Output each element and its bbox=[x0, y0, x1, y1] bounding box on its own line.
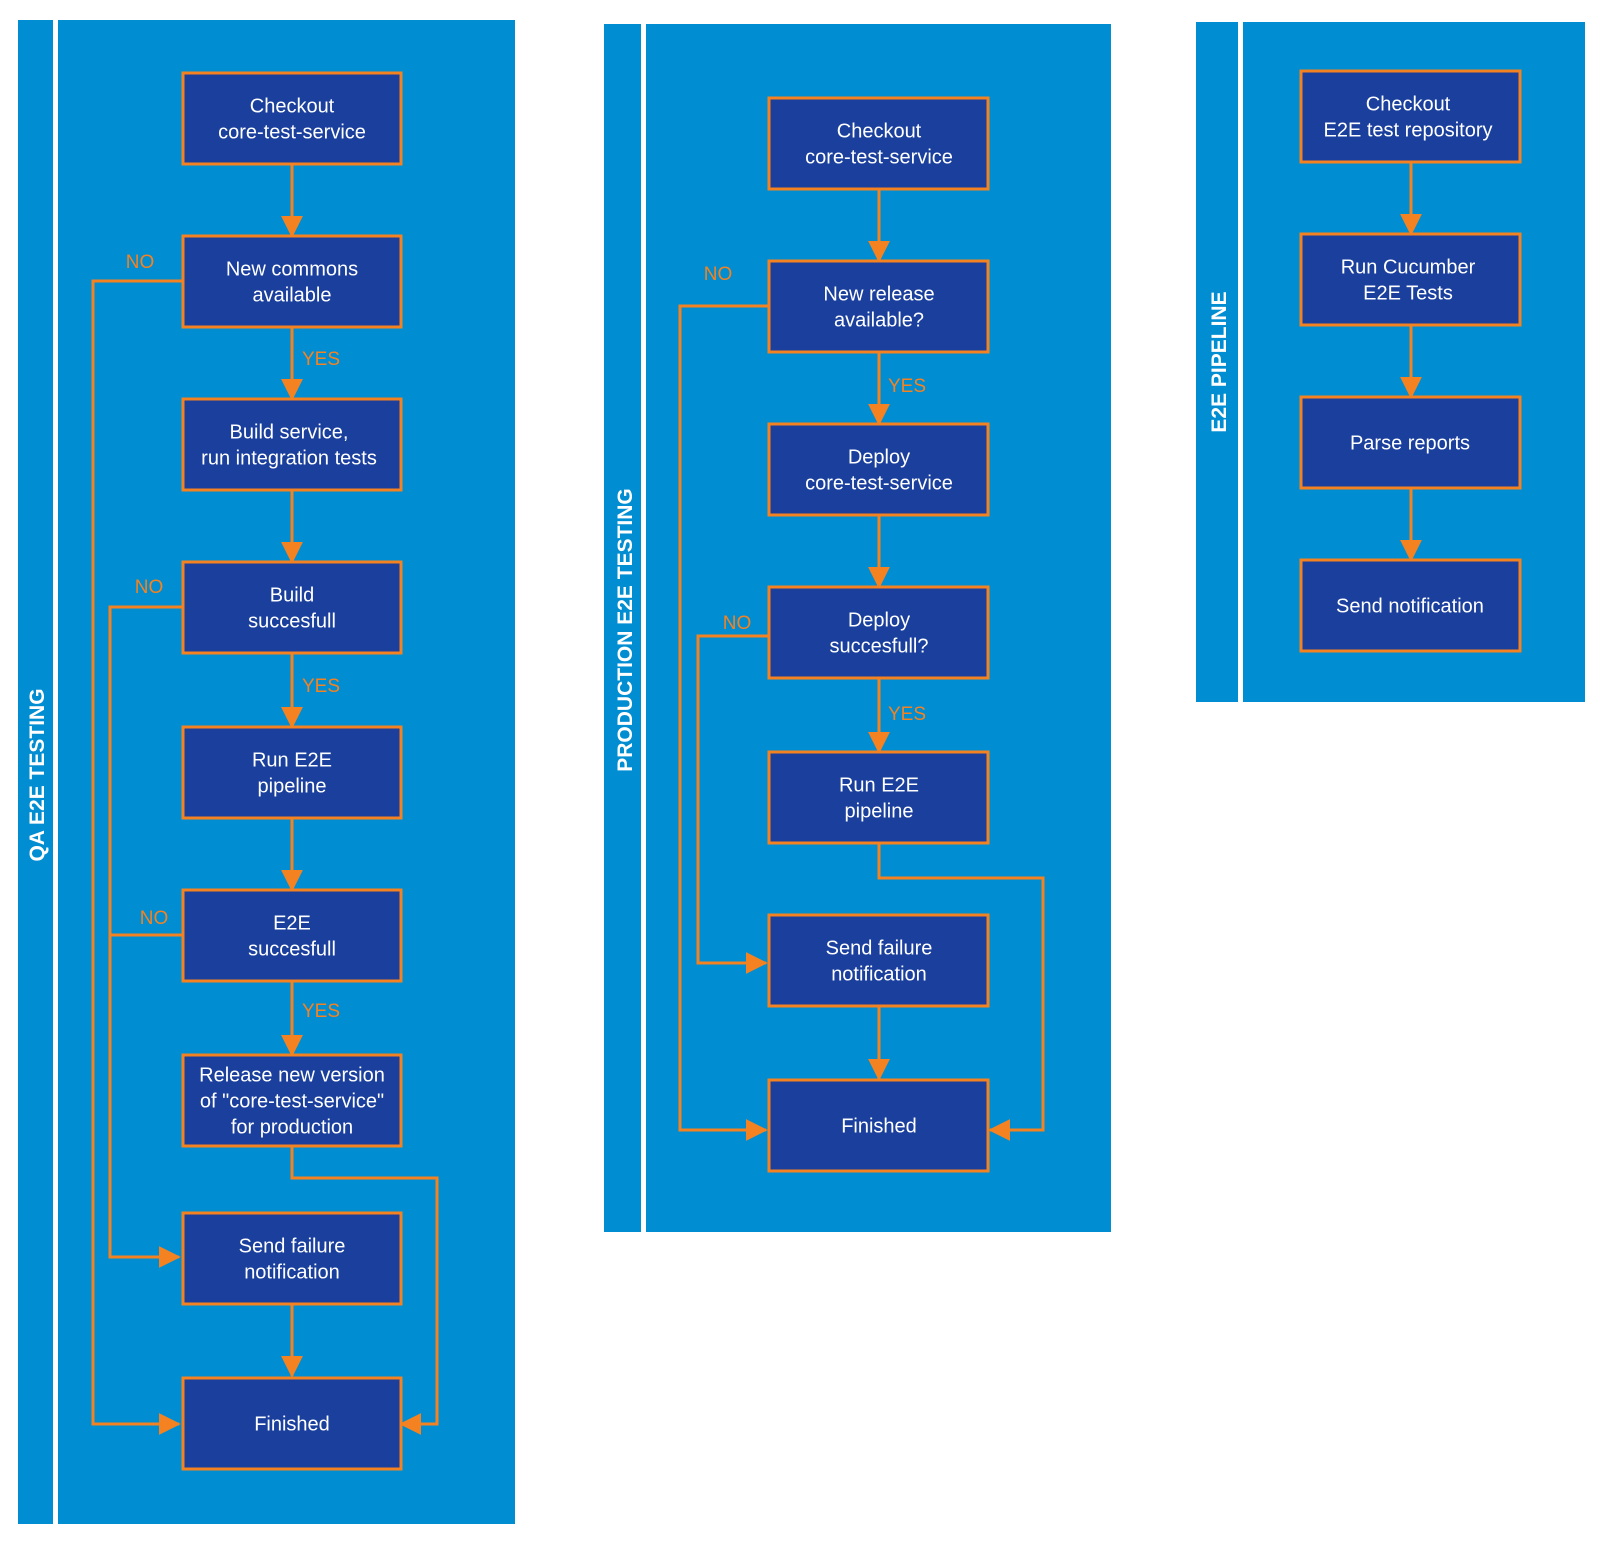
node-pr-run-e2e: Run E2E pipeline bbox=[767, 750, 990, 845]
node-pr-finished: Finished bbox=[767, 1078, 990, 1173]
node-label-line: core-test-service bbox=[805, 473, 953, 495]
edges-qa bbox=[91, 164, 439, 1435]
label-qa-e2eok-yes: YES bbox=[302, 1001, 340, 1022]
node-label-line: Run E2E bbox=[252, 750, 332, 772]
node-label-line: Build service, bbox=[230, 422, 349, 444]
node-pr-new-release: New release available? bbox=[767, 259, 990, 354]
edges-prod bbox=[678, 189, 1045, 1141]
label-qa-buildok-yes: YES bbox=[302, 676, 340, 697]
node-label-line: pipeline bbox=[845, 801, 914, 823]
edge-qa-buildok-no bbox=[108, 605, 183, 1268]
node-label-line: E2E test repository bbox=[1324, 120, 1493, 142]
node-label-line: Send failure bbox=[239, 1236, 346, 1258]
node-pr-deploy-successful: Deploy succesfull? bbox=[767, 585, 990, 680]
node-label-line: core-test-service bbox=[218, 122, 366, 144]
node-label-line: Deploy bbox=[848, 610, 910, 632]
node-label-line: New release bbox=[823, 284, 934, 306]
node-qa-finished: Finished bbox=[181, 1376, 403, 1471]
node-label-line: E2E Tests bbox=[1363, 283, 1453, 305]
node-pr-send-failure: Send failure notification bbox=[767, 913, 990, 1008]
edge-qa-release-to-finished bbox=[290, 1146, 439, 1435]
label-qa-commons-yes: YES bbox=[302, 349, 340, 370]
lane-qa-divider bbox=[53, 20, 58, 1524]
node-qa-release: Release new version of "core-test-service… bbox=[181, 1053, 403, 1148]
lane-qa-title: QA E2E TESTING bbox=[26, 688, 49, 861]
node-pp-send-notification: Send notification bbox=[1299, 558, 1522, 653]
label-qa-buildok-no: NO bbox=[135, 577, 164, 598]
node-label-line: Deploy bbox=[848, 447, 910, 469]
node-label-line: available bbox=[253, 285, 332, 307]
edge-pr-deployok-no bbox=[696, 634, 769, 974]
node-label-line: of "core-test-service" bbox=[200, 1091, 384, 1113]
edge-labels: NO YES NO YES NO YES NO YES NO YES bbox=[126, 252, 926, 1022]
node-label-line: Run E2E bbox=[839, 775, 919, 797]
node-label-line: Send notification bbox=[1336, 596, 1484, 618]
node-label-line: succesfull bbox=[248, 611, 336, 633]
node-label-line: New commons bbox=[226, 259, 358, 281]
node-qa-run-e2e: Run E2E pipeline bbox=[181, 725, 403, 820]
node-label-line: Parse reports bbox=[1350, 433, 1470, 455]
node-label-line: succesfull? bbox=[830, 636, 929, 658]
edge-qa-commons-no bbox=[91, 279, 183, 1435]
label-pr-release-no: NO bbox=[704, 264, 733, 285]
node-qa-e2e-successful: E2E succesfull bbox=[181, 888, 403, 983]
node-label-line: Build bbox=[270, 585, 314, 607]
edge-pr-release-no bbox=[678, 304, 769, 1141]
node-label-line: Finished bbox=[841, 1116, 917, 1138]
node-label-line: E2E bbox=[273, 913, 311, 935]
node-label-line: Send failure bbox=[826, 938, 933, 960]
lane-pipe-divider bbox=[1238, 22, 1243, 702]
lane-prod-divider bbox=[641, 24, 646, 1232]
lane-pipe-title: E2E PIPELINE bbox=[1208, 291, 1231, 432]
node-label-line: run integration tests bbox=[201, 448, 377, 470]
node-label-line: Checkout bbox=[250, 96, 335, 118]
label-qa-commons-no: NO bbox=[126, 252, 155, 273]
node-qa-build-service: Build service, run integration tests bbox=[181, 397, 403, 492]
node-qa-checkout: Checkout core-test-service bbox=[181, 71, 403, 166]
lane-prod-title: PRODUCTION E2E TESTING bbox=[614, 488, 637, 772]
node-label-line: for production bbox=[231, 1117, 353, 1139]
node-label-line: Checkout bbox=[837, 121, 922, 143]
node-label-line: Finished bbox=[254, 1414, 330, 1436]
node-label-line: core-test-service bbox=[805, 147, 953, 169]
node-qa-build-successful: Build succesfull bbox=[181, 560, 403, 655]
label-qa-e2eok-no: NO bbox=[140, 908, 169, 929]
node-label-line: available? bbox=[834, 310, 924, 332]
nodes: Checkout core-test-service New commons ava… bbox=[181, 69, 1522, 1471]
node-label-line: succesfull bbox=[248, 939, 336, 961]
edge-pr-rune2e-to-finished bbox=[877, 843, 1045, 1141]
label-pr-release-yes: YES bbox=[888, 376, 926, 397]
node-label-line: notification bbox=[831, 964, 927, 986]
node-pr-deploy: Deploy core-test-service bbox=[767, 422, 990, 517]
node-label-line: Run Cucumber bbox=[1341, 257, 1476, 279]
node-label-line: Checkout bbox=[1366, 94, 1451, 116]
node-qa-new-commons: New commons available bbox=[181, 234, 403, 329]
node-pp-parse-reports: Parse reports bbox=[1299, 395, 1522, 490]
node-label-line: notification bbox=[244, 1262, 340, 1284]
node-pr-checkout: Checkout core-test-service bbox=[767, 96, 990, 191]
node-label-line: Release new version bbox=[199, 1065, 385, 1087]
node-label-line: pipeline bbox=[258, 776, 327, 798]
node-qa-send-failure: Send failure notification bbox=[181, 1211, 403, 1306]
label-pr-deployok-no: NO bbox=[723, 613, 752, 634]
label-pr-deployok-yes: YES bbox=[888, 704, 926, 725]
